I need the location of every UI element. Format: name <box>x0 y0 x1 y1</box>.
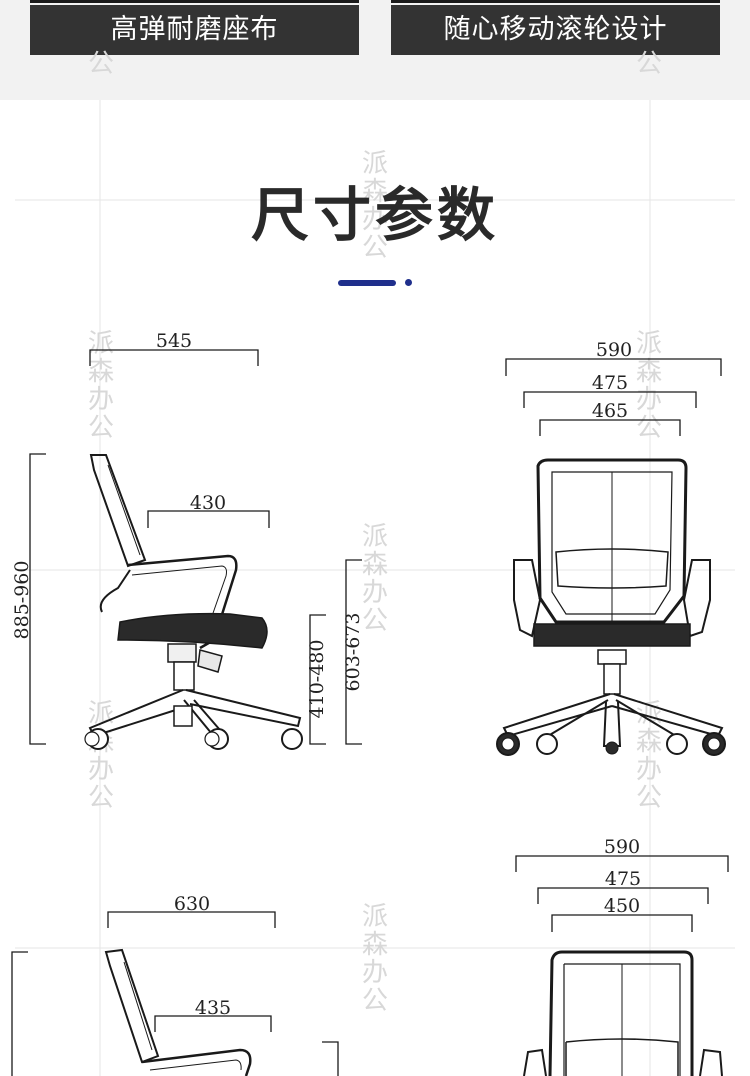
side-view-2 <box>11 911 339 1076</box>
dim-overall-depth-label: 545 <box>156 330 192 352</box>
dim-overall-depth-label: 630 <box>174 893 210 915</box>
dim-line-overall-width <box>515 855 729 872</box>
dim-line-overall-depth <box>89 349 259 366</box>
watermark-char: 公 <box>88 783 114 813</box>
front-view-1 <box>496 358 726 756</box>
dim-seat-width-label: 465 <box>592 400 628 422</box>
watermark-char: 办 <box>88 755 114 785</box>
feature-banner-casters: 随心移动滚轮设计 <box>391 0 720 55</box>
front-view-2 <box>515 855 729 1076</box>
watermark-char: 派 <box>362 522 388 552</box>
watermark-char: 森 <box>636 357 662 387</box>
dim-overall-width-label: 590 <box>596 339 632 361</box>
watermark-char: 办 <box>636 385 662 415</box>
dim-total-height-label: 885-960 <box>11 561 33 640</box>
watermark-char: 办 <box>362 958 388 988</box>
watermark-char: 办 <box>362 205 388 235</box>
dim-line-seat-depth <box>154 1015 272 1032</box>
watermark-char: 派 <box>88 329 114 359</box>
title-accent-dot <box>405 279 412 286</box>
watermark-char: 办 <box>636 755 662 785</box>
watermark-char: 办 <box>88 385 114 415</box>
dim-seat-depth-label: 430 <box>190 492 226 514</box>
section-title: 尺寸参数 <box>250 181 499 249</box>
watermark-char: 公 <box>362 606 388 636</box>
dim-seat-height-label: 410-480 <box>306 640 328 719</box>
dim-line-total-height <box>29 453 46 745</box>
guide-lines <box>15 100 735 1076</box>
dim-overall-width-label: 590 <box>604 836 640 858</box>
watermark-char: 办 <box>362 578 388 608</box>
watermark-char: 公 <box>636 783 662 813</box>
watermark-char: 公 <box>88 49 114 79</box>
dim-armrest-width-label: 475 <box>592 372 628 394</box>
dim-line-seat-width <box>551 914 693 932</box>
dim-seat-depth-label: 435 <box>195 997 231 1019</box>
dim-line-seat-width <box>539 419 681 436</box>
dim-line-seat-height <box>309 614 326 745</box>
watermark-char: 森 <box>636 727 662 757</box>
watermark-char: 森 <box>88 357 114 387</box>
dim-armrest-height-label: 603-673 <box>342 613 364 692</box>
watermark-char: 公 <box>636 49 662 79</box>
dim-armrest-width-label: 475 <box>605 868 641 890</box>
dim-line-seat-depth <box>147 510 270 528</box>
dim-line-armrest-height <box>322 1041 339 1076</box>
dim-line-armrest-height <box>345 559 362 745</box>
watermark-char: 公 <box>88 413 114 443</box>
watermark-char: 派 <box>636 329 662 359</box>
watermark-char: 公 <box>636 413 662 443</box>
title-accent-bar <box>338 280 396 286</box>
feature-banner-seat-fabric: 高弹耐磨座布 <box>30 0 359 55</box>
watermark-char: 森 <box>362 930 388 960</box>
dim-line-total-height <box>11 951 28 1076</box>
dim-line-overall-width <box>505 358 722 376</box>
dim-line-overall-depth <box>107 911 276 928</box>
watermark-char: 派 <box>362 149 388 179</box>
dim-line-armrest-width <box>523 391 697 408</box>
dim-line-armrest-width <box>537 887 709 904</box>
watermark: 公 公 派 森 办 公 派 森 办 公 派 森 办 公 派 森 办 公 派 森 … <box>88 49 662 1016</box>
side-view-1 <box>29 349 362 750</box>
watermark-char: 森 <box>362 550 388 580</box>
dim-seat-width-label: 450 <box>604 895 640 917</box>
watermark-char: 派 <box>362 902 388 932</box>
watermark-char: 公 <box>362 233 388 263</box>
watermark-char: 公 <box>362 986 388 1016</box>
watermark-char: 森 <box>362 177 388 207</box>
